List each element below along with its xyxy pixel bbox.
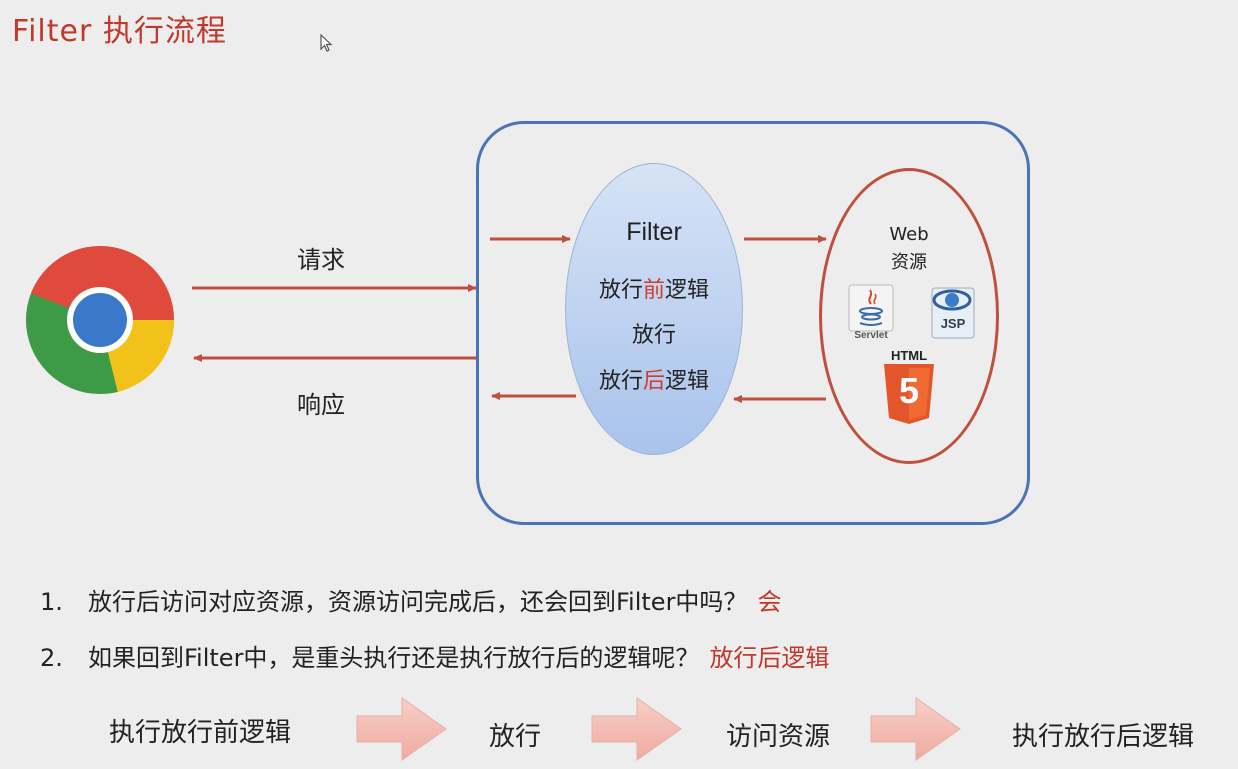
cursor-icon [320, 34, 333, 52]
filter-node [565, 163, 743, 455]
step-arrow-3 [870, 697, 961, 761]
question-1: 1.放行后访问对应资源，资源访问完成后，还会回到Filter中吗？会 [40, 588, 782, 616]
page-title: Filter 执行流程 [12, 14, 227, 49]
step-arrow-1 [356, 697, 447, 761]
response-label: 响应 [297, 391, 345, 419]
jsp-icon: JSP [926, 280, 978, 340]
step-pre-logic: 执行放行前逻辑 [108, 718, 291, 748]
resource-label: 资源 [891, 252, 927, 273]
chrome-icon [26, 246, 174, 394]
step-access-resource: 访问资源 [725, 722, 830, 752]
server-container [476, 121, 1030, 525]
step-arrow-2 [591, 697, 682, 761]
html5-icon: HTML 5 [880, 348, 938, 428]
filter-pass: 放行 [631, 323, 676, 348]
web-resource-node [819, 168, 999, 464]
filter-title: Filter [626, 218, 682, 246]
step-pass: 放行 [488, 722, 541, 752]
request-label: 请求 [297, 246, 345, 274]
java-servlet-icon: Servlet [848, 284, 894, 344]
web-label: Web [889, 224, 929, 245]
step-post-logic: 执行放行后逻辑 [1011, 722, 1194, 752]
question-2: 2.如果回到Filter中，是重头执行还是执行放行后的逻辑呢？放行后逻辑 [40, 644, 830, 672]
filter-pre-logic: 放行前逻辑 [598, 278, 710, 303]
filter-post-logic: 放行后逻辑 [598, 369, 710, 394]
